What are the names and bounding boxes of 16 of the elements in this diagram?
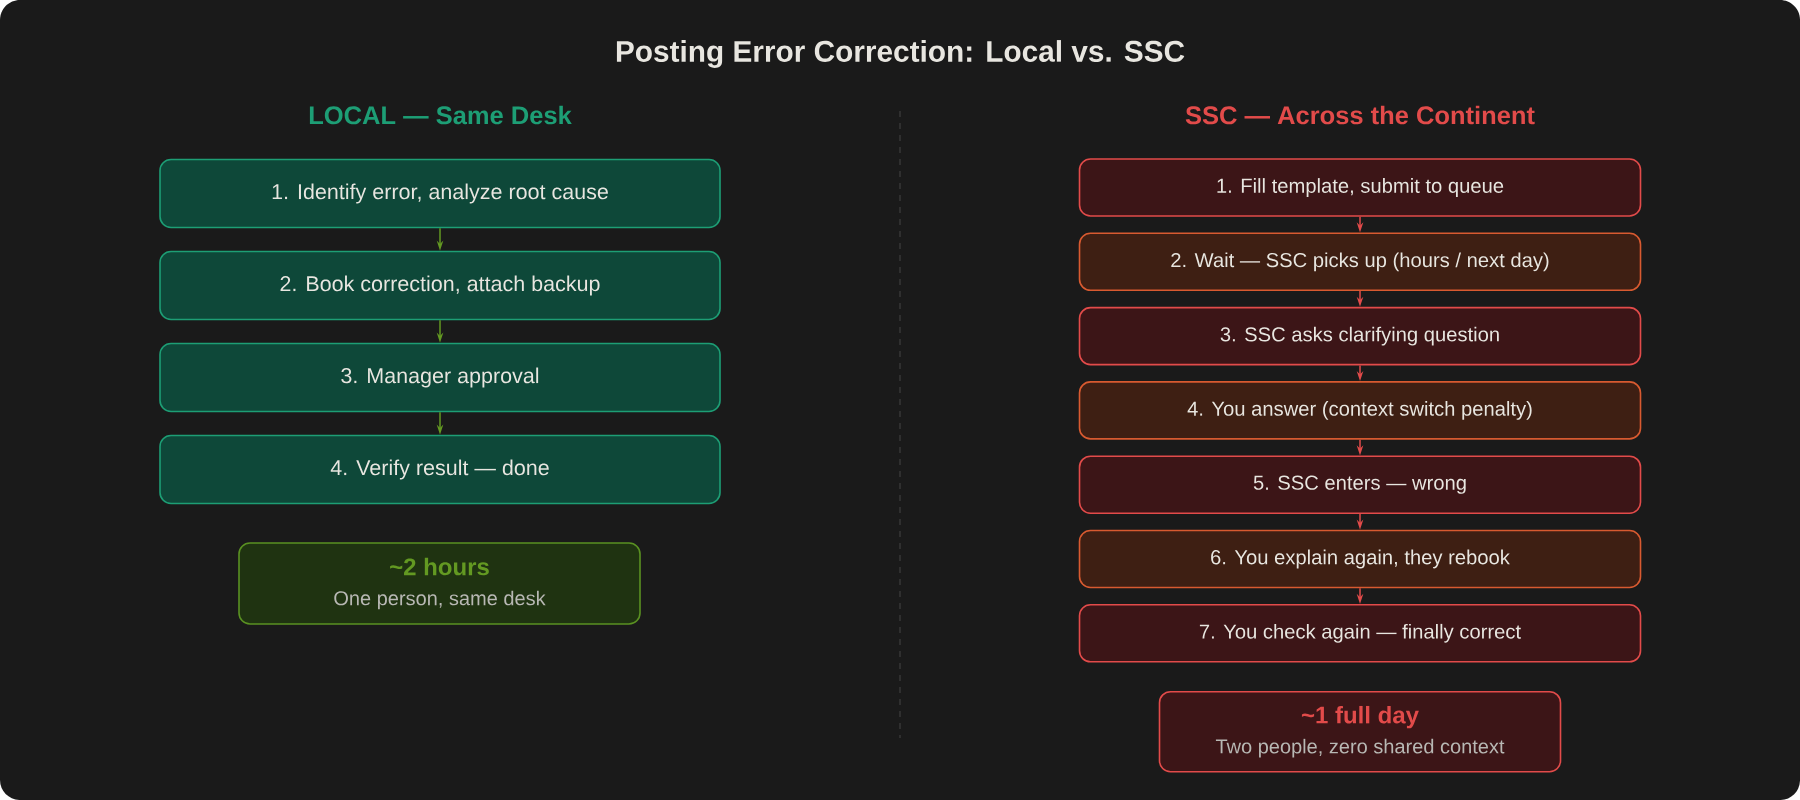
step-box: 4. Verify result — done: [159, 434, 721, 505]
step-box: 3. SSC asks clarifying question: [1078, 306, 1642, 366]
summary-box: ~2 hours One person, same desk: [238, 542, 641, 625]
column-heading: LOCAL — Same Desk: [309, 105, 572, 125]
step-box: 5. SSC enters — wrong: [1078, 455, 1642, 514]
step-box: 4. You answer (context switch penalty): [1078, 381, 1642, 440]
column-heading: SSC — Across the Continent: [1185, 105, 1535, 125]
step-box: 1. Fill template, submit to queue: [1078, 158, 1642, 217]
title: Posting Error Correction: Local vs. SSC: [616, 40, 1185, 68]
step-box: 2. Wait — SSC picks up (hours / next day): [1078, 232, 1642, 292]
summary-box: ~1 full day Two people, zero shared context: [1158, 690, 1562, 773]
step-box: 1. Identify error, analyze root cause: [159, 158, 721, 229]
step-box: 2. Book correction, attach backup: [159, 250, 721, 321]
step-box: 7. You check again — finally correct: [1078, 604, 1642, 663]
step-box: 3. Manager approval: [159, 342, 721, 413]
step-box: 6. You explain again, they rebook: [1078, 529, 1642, 589]
